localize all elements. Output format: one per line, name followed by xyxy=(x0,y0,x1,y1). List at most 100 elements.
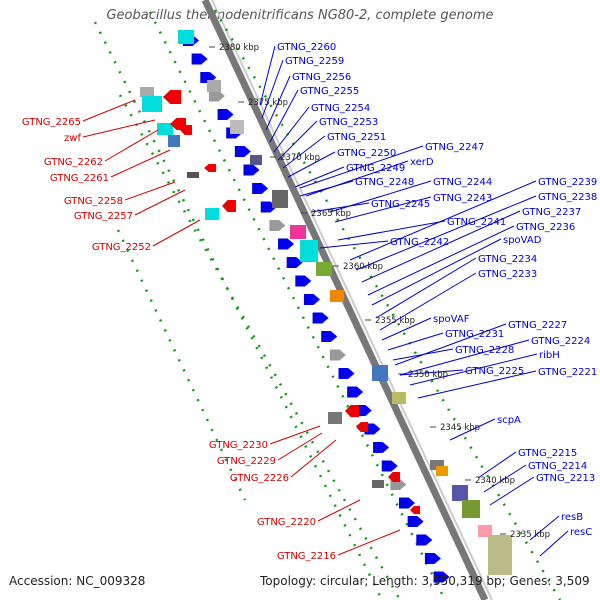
forward-leader-line xyxy=(334,196,432,223)
forward-gene-arrow xyxy=(433,571,450,583)
reverse-gene-label: GTNG_2226 xyxy=(230,473,289,484)
forward-gene-label: GTNG_2250 xyxy=(337,148,396,159)
reverse-gene-label: GTNG_2257 xyxy=(74,211,133,222)
reverse-gene-label: GTNG_2220 xyxy=(257,517,316,528)
forward-gene-arrow xyxy=(338,368,355,379)
forward-leader-line xyxy=(394,323,507,366)
reverse-gene-arrow-13 xyxy=(356,422,368,432)
forward-gene-label: GTNG_2243 xyxy=(433,193,492,204)
reverse-gene-arrow-16 xyxy=(410,506,420,514)
forward-gene-label: GTNG_2247 xyxy=(425,142,484,153)
forward-leader-line xyxy=(282,135,326,169)
reverse-gene-label: GTNG_2216 xyxy=(277,551,336,562)
outer-feature-block-8 xyxy=(330,290,344,302)
forward-gene-arrow xyxy=(373,442,390,453)
reverse-gene-label: GTNG_2258 xyxy=(64,196,123,207)
reverse-gene-arrow-6 xyxy=(180,125,192,135)
reverse-gene-arrow-12 xyxy=(345,405,359,417)
forward-gene-label: GTNG_2251 xyxy=(327,132,386,143)
reverse-feature-block-11 xyxy=(328,412,342,424)
forward-leader-line xyxy=(259,45,276,106)
genome-summary-text: Topology: circular; Length: 3,550,319 bp… xyxy=(260,574,590,588)
forward-leader-line xyxy=(529,515,560,541)
scale-label: 2370 kbp xyxy=(280,153,320,163)
forward-gene-label: spoVAF xyxy=(433,314,470,325)
forward-gene-label: GTNG_2242 xyxy=(390,237,449,248)
forward-gene-label: ribH xyxy=(539,350,560,361)
scale-label: 2340 kbp xyxy=(475,476,515,486)
forward-gene-arrow xyxy=(303,294,320,305)
dotted-track-3 xyxy=(213,9,562,600)
outer-feature-block-0 xyxy=(178,30,194,44)
forward-gene-arrow xyxy=(347,386,364,398)
reverse-gene-arrow-10 xyxy=(222,200,236,212)
scale-label: 2365 kbp xyxy=(311,209,351,219)
reverse-leader-line xyxy=(277,432,323,461)
reverse-gene-arrow-15 xyxy=(388,472,400,482)
reverse-leader-line xyxy=(82,119,156,138)
forward-leader-line xyxy=(539,530,569,557)
forward-gene-arrow xyxy=(329,349,346,361)
forward-gene-label: GTNG_2244 xyxy=(433,177,492,188)
forward-gene-label: GTNG_2228 xyxy=(455,345,514,356)
forward-gene-label: GTNG_2237 xyxy=(522,207,581,218)
forward-gene-label: resB xyxy=(561,512,583,523)
outer-feature-block-9 xyxy=(372,365,388,381)
reverse-feature-block-0 xyxy=(140,87,154,97)
forward-gene-label: GTNG_2260 xyxy=(277,42,336,53)
forward-gene-label: GTNG_2245 xyxy=(371,199,430,210)
reverse-gene-label: GTNG_2229 xyxy=(217,456,276,467)
forward-gene-arrow xyxy=(416,534,433,546)
backbone-shadow xyxy=(211,0,493,600)
forward-gene-label: GTNG_2215 xyxy=(518,448,577,459)
forward-gene-label: GTNG_2253 xyxy=(319,117,378,128)
forward-leader-line xyxy=(310,202,370,213)
forward-leader-line xyxy=(349,180,537,261)
forward-leader-line xyxy=(269,89,299,143)
forward-leader-line xyxy=(371,238,502,306)
forward-leader-line xyxy=(367,225,515,296)
forward-gene-label: GTNG_2224 xyxy=(531,336,590,347)
reverse-leader-line xyxy=(82,99,136,122)
reverse-gene-arrow-2 xyxy=(163,90,181,104)
forward-gene-label: GTNG_2256 xyxy=(292,72,351,83)
forward-leader-line xyxy=(387,332,444,351)
forward-leader-line xyxy=(392,348,454,361)
forward-gene-arrow xyxy=(252,183,269,194)
reverse-leader-line xyxy=(290,439,337,478)
forward-leader-line xyxy=(489,476,535,506)
forward-gene-arrow xyxy=(398,497,415,509)
forward-leader-line xyxy=(299,145,424,189)
outer-feature-block-10 xyxy=(392,392,406,404)
reverse-gene-arrow-8 xyxy=(204,164,216,172)
forward-leader-line xyxy=(477,451,517,479)
reverse-leader-line xyxy=(134,189,186,216)
forward-leader-line xyxy=(261,59,284,119)
forward-gene-label: xerD xyxy=(410,157,434,168)
reverse-leader-line xyxy=(317,499,361,522)
reverse-gene-label: GTNG_2261 xyxy=(50,173,109,184)
reverse-gene-label: zwf xyxy=(64,133,81,144)
forward-leader-line xyxy=(277,120,318,161)
outer-feature-block-3 xyxy=(250,155,262,165)
forward-gene-arrow xyxy=(278,238,295,250)
forward-leader-line xyxy=(287,151,336,178)
forward-gene-arrow xyxy=(295,275,312,287)
reverse-gene-label: GTNG_2262 xyxy=(44,157,103,168)
forward-gene-label: GTNG_2249 xyxy=(346,163,405,174)
forward-leader-line xyxy=(449,418,496,441)
reverse-feature-block-1 xyxy=(142,96,162,112)
forward-leader-line xyxy=(337,220,446,241)
outer-feature-block-6 xyxy=(300,240,318,262)
scale-label: 2345 kbp xyxy=(440,423,480,433)
forward-gene-arrow xyxy=(217,109,234,120)
forward-gene-label: GTNG_2214 xyxy=(528,461,587,472)
forward-gene-arrow xyxy=(364,423,381,435)
forward-gene-arrow xyxy=(407,516,424,527)
reverse-feature-block-14 xyxy=(372,480,384,488)
forward-gene-label: GTNG_2231 xyxy=(445,329,504,340)
outer-feature-block-12 xyxy=(436,466,448,476)
scale-label: 2335 kbp xyxy=(510,530,550,540)
reverse-leader-line xyxy=(337,529,401,556)
forward-leader-line xyxy=(381,317,432,341)
